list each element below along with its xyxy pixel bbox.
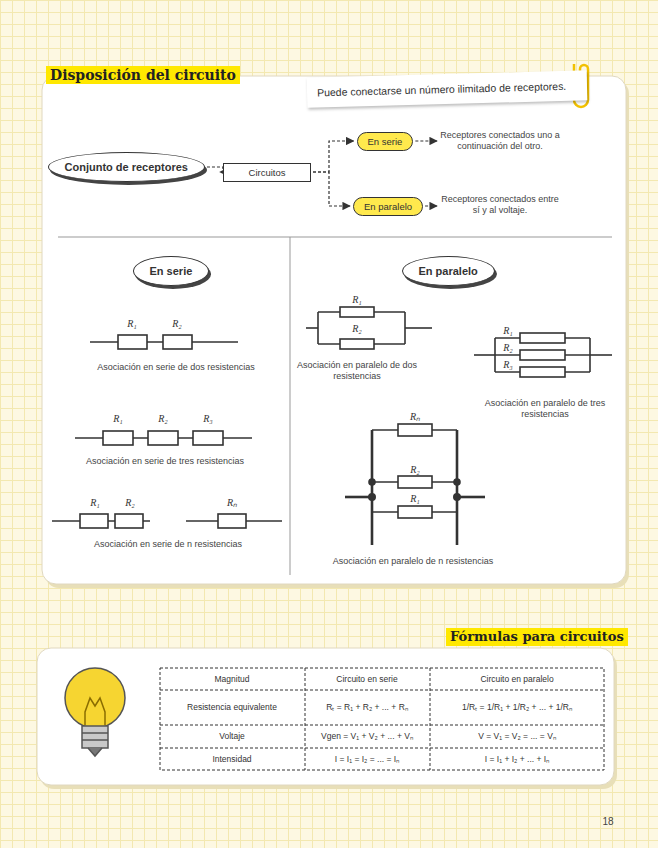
connector-arrow xyxy=(313,172,350,206)
caption: Asociación en serie de n resistencias xyxy=(53,539,283,550)
resistor-label: R₁ xyxy=(108,413,128,425)
node-text: En serie xyxy=(368,136,403,147)
resistor-label: R₃ xyxy=(198,413,218,425)
type-pill: En serie xyxy=(357,132,414,151)
start-pill: Conjunto de receptores xyxy=(48,152,205,182)
table-cell: Vgen = V₁ + V₂ + ... + Vₙ xyxy=(306,731,428,741)
resistor-label: R₂ xyxy=(499,342,517,354)
resistor-symbol xyxy=(52,307,612,545)
resistor-label: R₁ xyxy=(405,493,425,505)
connector-arrow xyxy=(207,167,223,172)
table-cell: Circuito en serie xyxy=(307,674,427,684)
resistor-label: R₁ xyxy=(85,497,105,509)
resistor-label: Rₙ xyxy=(405,411,425,423)
process-box: Circuitos xyxy=(223,163,311,182)
type-pill: En paralelo xyxy=(353,197,423,216)
table-cell: Intensidad xyxy=(162,754,302,764)
caption: Asociación en paralelo de tres resistenc… xyxy=(480,398,610,420)
table-cell: Rₜ = R₁ + R₂ + ... + Rₙ xyxy=(306,702,428,712)
table-cell: Voltaje xyxy=(162,731,302,741)
description-text: Receptores conectados entre sí y al volt… xyxy=(440,194,560,216)
connector-arrow xyxy=(415,140,437,141)
caption: Asociación en paralelo de n resistencias xyxy=(293,556,533,567)
node-text: En paralelo xyxy=(364,201,412,212)
node-text: Circuitos xyxy=(238,167,296,178)
node-text: En paralelo xyxy=(419,265,478,277)
resistor-label: R₁ xyxy=(347,294,367,306)
table-grid xyxy=(160,668,604,770)
resistor-label: R₂ xyxy=(120,497,140,509)
caption: Asociación en paralelo de dos resistenci… xyxy=(292,360,422,382)
section-pill: En serie xyxy=(133,256,210,286)
table-cell: V = V₁ = V₂ = ... = Vₙ xyxy=(432,731,602,741)
note-card: Puede conectarse un número ilimitado de … xyxy=(307,70,588,107)
node-text: Receptores conectados entre sí y al volt… xyxy=(440,194,560,216)
section-title: Disposición del circuito xyxy=(46,66,240,84)
table-cell: I = I₁ = I₂ = ... = Iₙ xyxy=(306,754,428,764)
resistor-label: R₁ xyxy=(499,325,517,337)
table-cell: Magnitud xyxy=(162,674,302,684)
section-pill: En paralelo xyxy=(402,256,495,286)
resistor-label: R₂ xyxy=(153,413,173,425)
connector-arrow xyxy=(313,141,354,172)
resistor-label: R₁ xyxy=(122,318,142,330)
page-number: 18 xyxy=(593,816,623,828)
resistor-label: Rₙ xyxy=(222,497,242,509)
description-text: Receptores conectados uno a continuación… xyxy=(440,130,560,152)
resistor-label: R₃ xyxy=(499,359,517,371)
table-cell: Resistencia equivalente xyxy=(162,702,302,712)
node-text: En serie xyxy=(150,265,193,277)
table-cell: I = I₁ + I₂ + ... + Iₙ xyxy=(432,754,602,764)
node-text: Puede conectarse un número ilimitado de … xyxy=(317,80,577,99)
connector-arrow xyxy=(425,205,437,206)
table-cell: 1/Rₜ = 1/R₁ + 1/R₂ + ... + 1/Rₙ xyxy=(432,702,602,712)
panels xyxy=(37,76,629,789)
section-header: Fórmulas para circuitos xyxy=(446,628,628,646)
resistor-label: R₂ xyxy=(405,464,425,476)
caption: Asociación en serie de dos resistencias xyxy=(66,362,286,373)
bulb xyxy=(65,668,125,756)
node-text: Conjunto de receptores xyxy=(65,161,188,173)
resistor-label: R₂ xyxy=(347,323,367,335)
resistor-label: R₂ xyxy=(167,318,187,330)
divider xyxy=(58,237,612,575)
node-text: Receptores conectados uno a continuación… xyxy=(440,130,560,152)
table-cell: Circuito en paralelo xyxy=(432,674,602,684)
caption: Asociación en serie de tres resistencias xyxy=(50,456,280,467)
